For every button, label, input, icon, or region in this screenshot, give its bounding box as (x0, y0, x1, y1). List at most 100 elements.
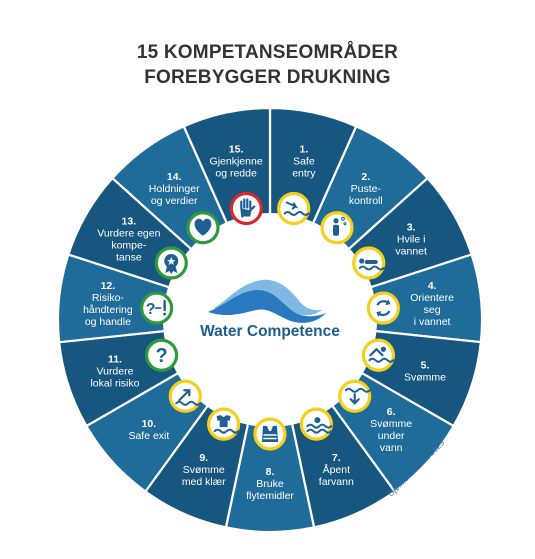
segment-3-label-line: vannet (395, 246, 427, 258)
segment-5-label-line: Svømme (404, 371, 446, 383)
segment-4-label-line: Orientere (410, 292, 454, 304)
badge-11: ? (144, 338, 179, 372)
badge-10-ring (168, 379, 202, 413)
wave-front-shape (208, 290, 326, 323)
page-title: 15 KOMPETANSEOMRÅDER FOREBYGGER DRUKNING (0, 40, 535, 90)
segment-14-label-line: og verdier (151, 195, 198, 207)
heart-icon (194, 218, 212, 236)
question-mark-icon: ? (155, 345, 167, 367)
segment-7-label-line: farvann (319, 476, 354, 488)
badge-5 (361, 338, 396, 372)
badge-3 (352, 246, 386, 280)
segment-12-label-line: og handle (85, 316, 131, 328)
segment-11-number: 11. (108, 353, 122, 365)
segment-4-label-line: seg (424, 304, 441, 316)
raised-hand-icon (240, 198, 256, 218)
svg-text:?: ? (146, 301, 156, 318)
title-line-1: 15 KOMPETANSEOMRÅDER (136, 42, 399, 63)
segment-12-label-line: Risiko- (92, 292, 125, 304)
segment-15-label-line: og redde (215, 168, 257, 180)
floating-rest-icon (358, 258, 385, 271)
badge-14 (186, 211, 220, 245)
segment-12-number: 12. (101, 280, 116, 292)
segment-7-number: 7. (332, 452, 341, 464)
segment-10-label-line: Safe exit (128, 430, 169, 442)
badge-15-ring (229, 191, 263, 226)
dive-into-water-icon (283, 201, 310, 216)
segment-13-label-line: tanse (116, 252, 142, 264)
segment-2-number: 2. (361, 171, 370, 183)
exit-water-icon (175, 389, 202, 406)
award-rosette-icon (164, 254, 179, 274)
segment-10-number: 10. (142, 418, 157, 430)
badge-15 (229, 191, 263, 226)
segment-3-number: 3. (407, 222, 416, 234)
badge-2 (320, 211, 354, 245)
swimmer-icon (368, 346, 395, 363)
segment-3-label-line: Hvile i (397, 234, 426, 246)
segment-6-label-line: under (378, 430, 405, 442)
segment-6-number: 6. (387, 406, 396, 418)
badge-7 (299, 407, 333, 441)
badge-4-ring (366, 291, 400, 325)
segment-15-number: 15. (229, 144, 244, 156)
question-arrow-exclamation-icon: ? (146, 299, 167, 318)
segment-5-label: 5.Svømme (404, 359, 446, 383)
badge-1 (277, 191, 311, 226)
segment-9-number: 9. (199, 452, 208, 464)
water-competence-logo: Water Competence (200, 279, 340, 340)
badge-10 (168, 379, 202, 413)
segment-14-number: 14. (167, 171, 182, 183)
segment-8-label-line: Bruke (256, 478, 284, 490)
segment-2-label: 2.Puste-kontroll (349, 171, 383, 207)
badge-6 (338, 379, 372, 413)
segment-15-label-line: Gjenkjenne (210, 156, 263, 168)
segment-13-label-line: Vurdere egen (97, 228, 160, 240)
badge-7-ring (299, 407, 333, 441)
segment-2-label-line: kontroll (349, 195, 383, 207)
segment-12-label-line: håndtering (83, 304, 133, 316)
segment-2-label-line: Puste- (351, 183, 382, 195)
underwater-swim-icon (344, 387, 371, 405)
badge-5-ring (361, 338, 396, 372)
badge-13 (154, 246, 188, 280)
brand-name: Water Competence (200, 323, 340, 340)
segment-4-number: 4. (428, 280, 437, 292)
segment-1-label-line: Safe (293, 156, 315, 168)
segment-9-label-line: Svømme (183, 464, 225, 476)
badge-12: ? (140, 291, 174, 325)
badge-4 (366, 291, 400, 325)
title-line-2: FOREBYGGER DRUKNING (144, 67, 391, 88)
icon-badges: ?? (140, 191, 400, 451)
segment-14-label-line: Holdninger (149, 183, 200, 195)
segment-7-label-line: Åpent (323, 463, 351, 476)
breath-control-icon (333, 216, 347, 236)
segment-11-label-line: lokal risiko (90, 377, 139, 389)
segment-6-label-line: Svømme (370, 418, 412, 430)
segment-10-label: 10.Safe exit (128, 418, 169, 442)
badge-8 (253, 417, 287, 451)
segment-5-number: 5. (421, 359, 430, 371)
segment-13-number: 13. (122, 216, 137, 228)
svg-text:?: ? (155, 345, 167, 367)
segment-6-label-line: vann (380, 442, 403, 454)
segment-11-label-line: Vurdere (96, 365, 133, 377)
segment-4-label-line: i vannet (414, 316, 451, 328)
life-vest-icon (262, 426, 278, 442)
badge-11-ring (144, 338, 179, 372)
badge-9 (207, 407, 241, 441)
center-disc (163, 213, 377, 427)
orientation-arrows-icon (376, 299, 391, 318)
clothed-swim-icon (213, 415, 240, 434)
open-water-icon (306, 417, 333, 434)
